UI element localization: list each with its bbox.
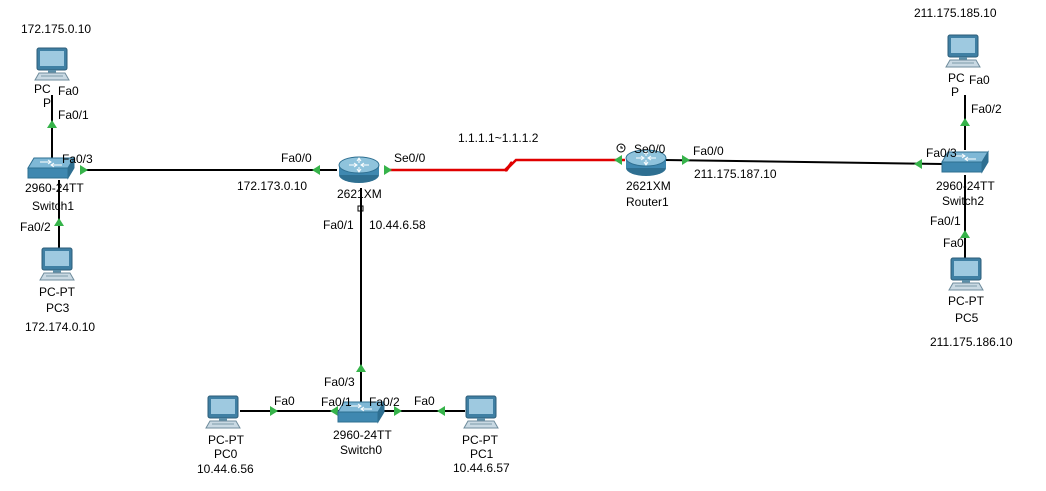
port-label: Fa0/2 bbox=[971, 102, 1002, 116]
link-up-indicator bbox=[914, 159, 922, 169]
port-label: Se0/0 bbox=[634, 142, 666, 156]
pc0-name: PC0 bbox=[214, 447, 238, 461]
pc3-model: PC-PT bbox=[39, 285, 75, 299]
pc0-ip: 10.44.6.56 bbox=[196, 462, 255, 476]
port-label: Fa0/0 bbox=[281, 151, 312, 165]
link-up-indicator bbox=[47, 120, 57, 128]
link-up-indicator bbox=[312, 165, 320, 175]
port-label: Fa0/1 bbox=[58, 108, 89, 122]
link-indicators bbox=[47, 118, 970, 416]
pc5-ip: 211.175.186.10 bbox=[929, 335, 1014, 349]
pc-topright-ip: 211.175.185.10 bbox=[913, 6, 998, 20]
link-up-indicator bbox=[54, 218, 64, 226]
port-label: Fa0/3 bbox=[324, 375, 355, 389]
port-label: Fa0/1 bbox=[930, 214, 961, 228]
pc-topleft-ip: 172.175.0.10 bbox=[20, 22, 93, 36]
port-label: Fa0/1 bbox=[321, 395, 352, 409]
link-up-indicator bbox=[356, 364, 366, 372]
link-up-indicator bbox=[960, 118, 970, 126]
router-model: 2621XM bbox=[337, 187, 382, 201]
switch0-model: 2960-24TT bbox=[333, 428, 392, 442]
pc5-name: PC5 bbox=[955, 311, 979, 325]
pc5-model: PC-PT bbox=[948, 294, 984, 308]
link-up-indicator bbox=[330, 406, 338, 416]
pc-icon[interactable] bbox=[948, 257, 984, 291]
pc0-model: PC-PT bbox=[208, 433, 244, 447]
port-label: Fa0 bbox=[414, 394, 435, 408]
link-up-indicator bbox=[960, 230, 970, 238]
router1-model: 2621XM bbox=[626, 179, 671, 193]
pc-icon[interactable] bbox=[463, 395, 499, 429]
port-label: Fa0 bbox=[969, 73, 990, 87]
router1-ip: 211.175.187.10 bbox=[693, 167, 778, 181]
pc-topright-name: P bbox=[951, 85, 960, 99]
switch2-model: 2960-24TT bbox=[936, 179, 995, 193]
port-label: Fa0 bbox=[943, 236, 964, 250]
router-ip-left: 172.173.0.10 bbox=[236, 179, 309, 193]
link-up-indicator bbox=[614, 155, 622, 165]
port-label: Fa0/2 bbox=[369, 395, 400, 409]
switch2-name: Switch2 bbox=[942, 194, 985, 208]
port-label: Fa0/3 bbox=[926, 146, 957, 160]
pc1-ip: 10.44.6.57 bbox=[452, 461, 511, 475]
pc-topright-model: PC bbox=[948, 71, 965, 85]
port-label: Fa0 bbox=[58, 84, 79, 98]
port-label: Fa0/2 bbox=[20, 220, 51, 234]
serial-link-label: 1.1.1.1~1.1.1.2 bbox=[458, 131, 539, 145]
switch1-model: 2960-24TT bbox=[25, 181, 84, 195]
pc-icon[interactable] bbox=[39, 247, 75, 281]
pc-icon[interactable] bbox=[205, 395, 241, 429]
port-label: Fa0/3 bbox=[62, 152, 93, 166]
pc3-ip: 172.174.0.10 bbox=[24, 320, 97, 334]
link-up-indicator bbox=[384, 165, 392, 175]
port-label: Fa0/1 bbox=[323, 218, 354, 232]
port-label: Se0/0 bbox=[394, 151, 426, 165]
router1-name: Router1 bbox=[626, 195, 669, 209]
clock-icon bbox=[616, 143, 626, 153]
switch1-name: Switch1 bbox=[32, 199, 75, 213]
link-router1-switch2[interactable] bbox=[664, 159, 943, 165]
port-label: Fa0 bbox=[274, 394, 295, 408]
link-up-indicator bbox=[682, 155, 690, 165]
pc-topleft-name: P bbox=[43, 96, 52, 110]
pc-icon[interactable] bbox=[34, 47, 70, 81]
pc-icon[interactable] bbox=[945, 34, 981, 68]
switch0-name: Switch0 bbox=[340, 443, 383, 457]
pc1-model: PC-PT bbox=[462, 433, 498, 447]
router-icon[interactable] bbox=[338, 156, 380, 184]
link-up-indicator bbox=[437, 406, 445, 416]
pc3-name: PC3 bbox=[46, 301, 70, 315]
router-ip-bottom: 10.44.6.58 bbox=[368, 218, 427, 232]
port-label: Fa0/0 bbox=[693, 144, 724, 158]
link-up-indicator bbox=[80, 165, 88, 175]
port-marker-icon bbox=[357, 205, 364, 212]
link-up-indicator bbox=[270, 406, 278, 416]
pc1-name: PC1 bbox=[470, 447, 494, 461]
serial-link-router-router1[interactable] bbox=[385, 158, 625, 172]
link-up-indicator bbox=[394, 406, 402, 416]
pc-topleft-model: PC bbox=[34, 82, 51, 96]
